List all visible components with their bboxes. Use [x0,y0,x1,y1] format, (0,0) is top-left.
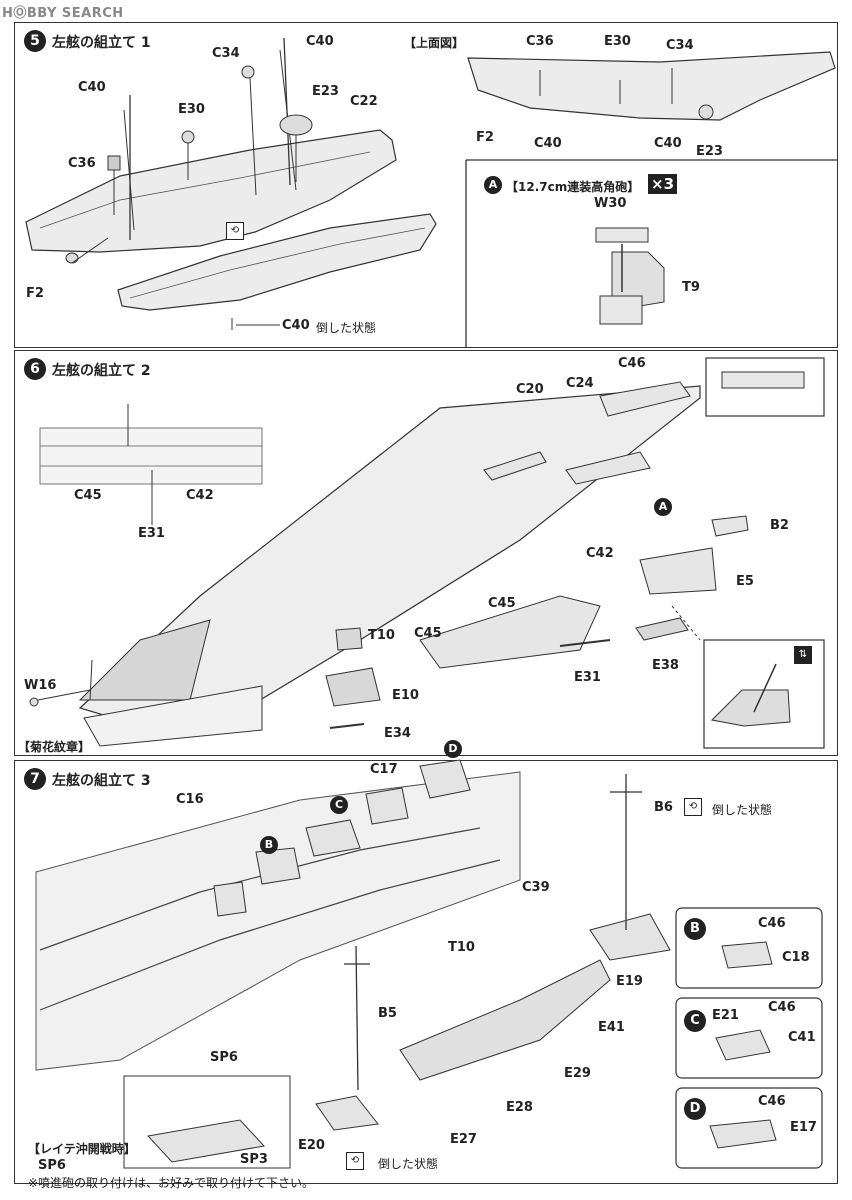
subC-marker: C [684,1010,706,1032]
s6-label-t10: T10 [368,628,395,643]
s6-label-c24: C24 [566,376,594,391]
s6-label-c46: C46 [618,356,646,371]
label-c34: C34 [212,46,240,61]
s7-label-sp6: SP6 [210,1050,238,1065]
s7-label-sp6-bottom: SP6 [38,1158,66,1173]
s6-label-c45-b: C45 [414,626,442,641]
label-c36: C36 [68,156,96,171]
label-e23: E23 [312,84,339,99]
subB-label-c46: C46 [758,916,786,931]
s6-label-b2: B2 [770,518,789,533]
label-c40-bottom: C40 [282,318,310,333]
s7-marker-d: D [444,740,462,758]
subA-title: 【12.7cm連装高角砲】 [506,180,640,194]
subD-label-e17: E17 [790,1120,817,1135]
leyte-note: 【レイテ沖開戦時】 [28,1142,136,1156]
subA-label-t9: T9 [682,280,700,295]
multiplier-badge: ×3 [648,174,678,194]
s6-label-c45-detail: C45 [74,488,102,503]
s6-label-c45-a: C45 [488,596,516,611]
s7-label-t10: T10 [448,940,475,955]
fallen-note: 倒した状態 [316,321,377,335]
marker-a: A [484,176,502,194]
s6-label-e38: E38 [652,658,679,673]
s7-label-sp3: SP3 [240,1152,268,1167]
s7-label-e19: E19 [616,974,643,989]
rotate-icon: ⟲ [226,222,244,240]
subD-marker: D [684,1098,706,1120]
footnote: ※噴進砲の取り付けは、お好みで取り付けて下さい。 [28,1176,315,1190]
subC-label-c41: C41 [788,1030,816,1045]
s6-marker-a: A [654,498,672,516]
s7-label-b5: B5 [378,1006,397,1021]
label-c40-left: C40 [78,80,106,95]
s7-label-e29: E29 [564,1066,591,1081]
s6-label-c42: C42 [586,546,614,561]
top-label-c34: C34 [666,38,694,53]
s7-marker-c: C [330,796,348,814]
step5-title: 左舷の組立て 1 [52,35,151,51]
subD-label-c46: C46 [758,1094,786,1109]
subB-marker: B [684,918,706,940]
rotate-icon-e20: ⟲ [346,1152,364,1170]
s6-label-c42-detail: C42 [186,488,214,503]
top-label-c40-a: C40 [534,136,562,151]
top-label-e23: E23 [696,144,723,159]
subB-label-c18: C18 [782,950,810,965]
s7-fallen-note-b6: 倒した状態 [712,803,773,817]
s6-label-c20: C20 [516,382,544,397]
s6-label-e10: E10 [392,688,419,703]
s7-label-e41: E41 [598,1020,625,1035]
top-label-f2: F2 [476,130,494,145]
hobbysearch-watermark: HⓄBBY SEARCH [2,6,124,21]
s7-fallen-note-e20: 倒した状態 [378,1157,439,1171]
s6-label-e5: E5 [736,574,754,589]
rotate-icon-b6: ⟲ [684,798,702,816]
label-c22: C22 [350,94,378,109]
step6-title: 左舷の組立て 2 [52,363,151,379]
s6-label-e31: E31 [574,670,601,685]
s6-label-e31-detail: E31 [138,526,165,541]
top-label-c40-b: C40 [654,136,682,151]
label-c40-top: C40 [306,34,334,49]
step5-number: 5 [24,30,46,52]
top-label-e30: E30 [604,34,631,49]
s7-label-e28: E28 [506,1100,533,1115]
chrysanthemum-note: 【菊花紋章】 [18,740,91,754]
subC-label-c46: C46 [768,1000,796,1015]
top-label-c36: C36 [526,34,554,49]
subC-label-e21: E21 [712,1008,739,1023]
inverted-badge-icon: ⇅ [794,646,812,664]
s7-label-c16: C16 [176,792,204,807]
step7-number: 7 [24,768,46,790]
s7-label-e27: E27 [450,1132,477,1147]
label-e30: E30 [178,102,205,117]
step7-title: 左舷の組立て 3 [52,773,151,789]
s7-label-b6: B6 [654,800,673,815]
top-view-title: 【上面図】 [404,36,465,50]
s7-label-e20: E20 [298,1138,325,1153]
label-f2: F2 [26,286,44,301]
s7-label-c39: C39 [522,880,550,895]
s7-label-c17: C17 [370,762,398,777]
subA-label-w30: W30 [594,196,627,211]
s6-label-e34: E34 [384,726,411,741]
s6-label-w16: W16 [24,678,57,693]
s7-marker-b: B [260,836,278,854]
step6-number: 6 [24,358,46,380]
